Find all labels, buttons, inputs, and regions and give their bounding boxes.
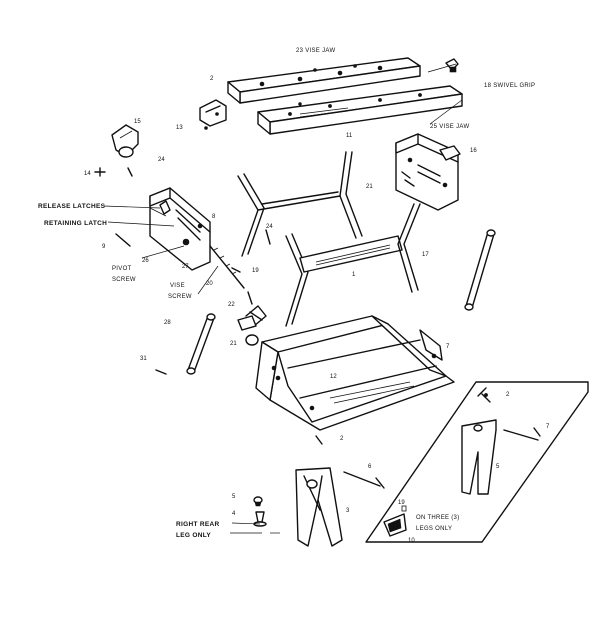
part-number: 28 bbox=[164, 320, 171, 326]
part-number: 20 bbox=[206, 281, 213, 287]
label-inset-note-1: ON THREE (3) bbox=[416, 515, 460, 521]
part-number: 31 bbox=[140, 356, 147, 362]
label-pivot-screw-1: PIVOT bbox=[112, 266, 132, 272]
pivot-bracket-16 bbox=[395, 133, 461, 211]
part-number: 21 bbox=[230, 341, 237, 347]
leg-frame-middle bbox=[285, 203, 421, 327]
vise-jaw-top bbox=[227, 57, 421, 104]
label-pivot-screw-2: SCREW bbox=[112, 277, 136, 283]
vise-screw bbox=[209, 229, 271, 305]
part-number: 5 bbox=[496, 464, 500, 470]
part-number: 24 bbox=[266, 224, 273, 230]
inset-detail bbox=[365, 381, 589, 543]
label-right-rear-2: LEG ONLY bbox=[176, 532, 211, 539]
label-vise-jaw-lower: 25 VISE JAW bbox=[430, 124, 469, 130]
label-vise-screw-2: SCREW bbox=[168, 294, 192, 300]
part-number: 1 bbox=[352, 272, 356, 278]
leg-rod-right bbox=[464, 229, 496, 311]
part-number: 12 bbox=[330, 374, 337, 380]
knob-15 bbox=[94, 124, 139, 177]
part-number: 10 bbox=[408, 538, 415, 544]
part-number: 13 bbox=[176, 125, 183, 131]
part-number: 21 bbox=[366, 184, 373, 190]
small-parts-5-4 bbox=[253, 496, 267, 527]
label-vise-jaw-top: 23 VISE JAW bbox=[296, 48, 335, 54]
part-number: 7 bbox=[546, 424, 550, 430]
part-number: 24 bbox=[158, 157, 165, 163]
part-number: 11 bbox=[346, 133, 353, 139]
part-number: 15 bbox=[134, 119, 141, 125]
bottom-leg bbox=[295, 467, 385, 547]
crank-handle bbox=[237, 305, 267, 346]
pivot-bracket-left bbox=[115, 187, 211, 271]
part-number: 3 bbox=[346, 508, 350, 514]
part-number: 22 bbox=[228, 302, 235, 308]
part-number: 9 bbox=[102, 244, 106, 250]
rod-28 bbox=[155, 313, 216, 375]
part-number: 17 bbox=[422, 252, 429, 258]
part-number: 6 bbox=[368, 464, 372, 470]
part-number: 19 bbox=[252, 268, 259, 274]
label-swivel-grip: 18 SWIVEL GRIP bbox=[484, 83, 535, 89]
part-number: 8 bbox=[212, 214, 216, 220]
label-vise-screw-1: VISE bbox=[170, 283, 185, 289]
swivel-grip bbox=[445, 58, 459, 73]
bracket-2 bbox=[199, 99, 227, 130]
label-right-rear-1: RIGHT REAR bbox=[176, 521, 219, 528]
part-number: 26 bbox=[142, 258, 149, 264]
part-number: 2 bbox=[340, 436, 344, 442]
label-retaining-latch: RETAINING LATCH bbox=[44, 220, 107, 227]
part-number: 7 bbox=[446, 344, 450, 350]
leg-frame-upper bbox=[237, 151, 363, 257]
text-labels: 23 VISE JAW 18 SWIVEL GRIP 25 VISE JAW R… bbox=[38, 48, 535, 539]
part-numbers: 2 13 11 15 14 24 16 21 8 9 27 26 20 24 1… bbox=[84, 76, 550, 544]
part-number: 19 bbox=[398, 500, 405, 506]
part-number: 27 bbox=[182, 264, 189, 270]
vise-jaw-lower bbox=[257, 85, 463, 135]
part-number: 2 bbox=[210, 76, 214, 82]
label-inset-note-2: LEGS ONLY bbox=[416, 526, 452, 532]
leader-lines bbox=[103, 63, 463, 534]
part-number: 2 bbox=[506, 392, 510, 398]
part-number: 4 bbox=[232, 511, 236, 517]
label-release-latches: RELEASE LATCHES bbox=[38, 203, 106, 210]
part-number: 16 bbox=[470, 148, 477, 154]
part-number: 14 bbox=[84, 171, 91, 177]
base-frame bbox=[255, 315, 455, 445]
part-number: 5 bbox=[232, 494, 236, 500]
